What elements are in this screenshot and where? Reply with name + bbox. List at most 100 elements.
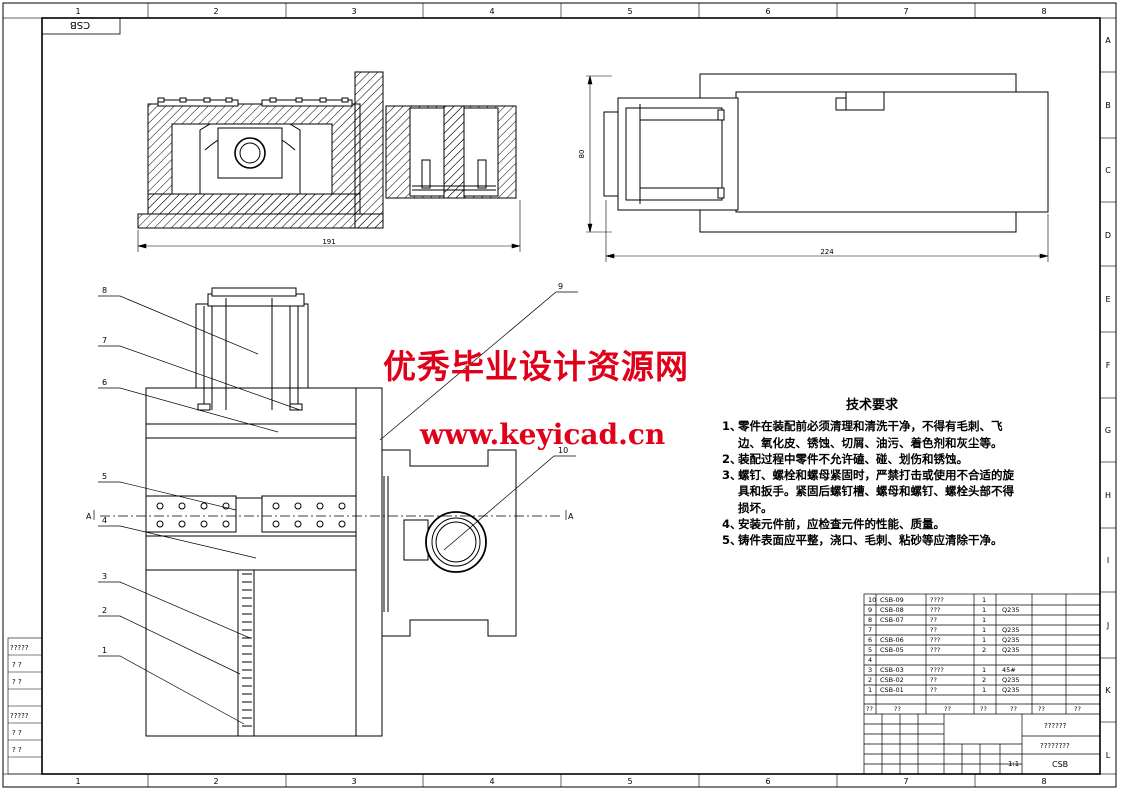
bolt-holes — [156, 502, 346, 528]
part-label: 6 — [102, 378, 107, 387]
svg-text:I: I — [1107, 556, 1109, 565]
svg-text:??: ?? — [930, 686, 937, 694]
bom-row: 3 CSB-03???? 1 45# — [868, 666, 1016, 674]
svg-text:45#: 45# — [1002, 666, 1016, 674]
front-section-view — [137, 71, 517, 229]
svg-text:CSB-03: CSB-03 — [880, 666, 904, 674]
svg-text:CSB-05: CSB-05 — [880, 646, 904, 654]
svg-text:6: 6 — [868, 636, 872, 644]
svg-text:A: A — [86, 512, 92, 521]
svg-text:L: L — [1106, 751, 1111, 760]
svg-text:6: 6 — [765, 7, 770, 16]
part-label: 3 — [102, 572, 107, 581]
svg-text:CSB-07: CSB-07 — [880, 616, 904, 624]
watermark-title: 优秀毕业设计资源网 — [383, 347, 689, 386]
tech-item: 2、装配过程中零件不允许磕、碰、划伤和锈蚀。 — [722, 451, 968, 466]
svg-text:7: 7 — [903, 777, 908, 786]
side-label: ? ? — [12, 678, 22, 686]
svg-text:A: A — [1105, 36, 1111, 45]
svg-text:3: 3 — [351, 7, 356, 16]
title-name: ?????? — [1044, 722, 1067, 730]
svg-text:CSB: CSB — [70, 19, 90, 30]
svg-text:8: 8 — [1041, 777, 1046, 786]
zone-grid — [147, 3, 1116, 787]
svg-text:1: 1 — [982, 596, 986, 604]
svg-text:??: ?? — [944, 705, 951, 713]
svg-text:CSB-09: CSB-09 — [880, 596, 904, 604]
svg-text:4: 4 — [489, 7, 494, 16]
svg-text:??: ?? — [894, 705, 901, 713]
svg-text:F: F — [1106, 361, 1111, 370]
svg-text:2: 2 — [213, 777, 218, 786]
leader-lines — [98, 291, 578, 725]
svg-text:H: H — [1105, 491, 1111, 500]
side-label: ? ? — [12, 729, 22, 737]
svg-text:Q235: Q235 — [1002, 606, 1020, 614]
svg-text:????: ???? — [930, 666, 944, 674]
svg-text:80: 80 — [578, 150, 586, 159]
drawing-number: ???????? — [1040, 742, 1070, 750]
part-label: 10 — [558, 446, 568, 455]
svg-text:??: ?? — [930, 676, 937, 684]
svg-text:8: 8 — [1041, 7, 1046, 16]
svg-text:4: 4 — [489, 777, 494, 786]
svg-text:???: ??? — [930, 646, 940, 654]
svg-text:E: E — [1105, 295, 1110, 304]
svg-text:Q235: Q235 — [1002, 686, 1020, 694]
svg-text:1: 1 — [868, 686, 872, 694]
drawing-code: CSB — [1052, 760, 1068, 769]
svg-text:3: 3 — [868, 666, 872, 674]
svg-text:2: 2 — [982, 646, 986, 654]
part-label: 5 — [102, 472, 107, 481]
svg-text:8: 8 — [868, 616, 872, 624]
bom-row: 4 — [868, 656, 872, 664]
svg-text:6: 6 — [765, 777, 770, 786]
svg-text:Q235: Q235 — [1002, 626, 1020, 634]
svg-text:1: 1 — [982, 626, 986, 634]
svg-text:Q235: Q235 — [1002, 646, 1020, 654]
svg-text:??: ?? — [1038, 705, 1045, 713]
svg-text:1: 1 — [982, 666, 986, 674]
svg-text:C: C — [1105, 166, 1111, 175]
part-label: 4 — [102, 516, 107, 525]
svg-text:???: ??? — [930, 636, 940, 644]
svg-text:A: A — [568, 512, 574, 521]
svg-text:1: 1 — [75, 777, 80, 786]
tech-item: 4、安装元件前，应检查元件的性能、质量。 — [722, 517, 945, 532]
svg-text:5: 5 — [627, 777, 632, 786]
svg-text:2: 2 — [213, 7, 218, 16]
svg-text:1: 1 — [982, 606, 986, 614]
side-label: ? ? — [12, 746, 22, 754]
svg-text:7: 7 — [903, 7, 908, 16]
bom-header: ???? ???? ???? ?? — [866, 705, 1081, 713]
part-label: 9 — [558, 282, 563, 291]
side-label: ????? — [10, 712, 29, 720]
svg-text:J: J — [1106, 621, 1109, 630]
code-box: CSB — [41, 17, 121, 35]
svg-text:191: 191 — [322, 238, 335, 246]
svg-text:Q235: Q235 — [1002, 636, 1020, 644]
svg-text:??: ?? — [930, 626, 937, 634]
svg-text:2: 2 — [982, 676, 986, 684]
svg-text:CSB-06: CSB-06 — [880, 636, 904, 644]
tech-item: 1、零件在装配前必须清理和清洗干净，不得有毛刺、飞边、氧化皮、锈蚀、切屑、油污、… — [722, 419, 1003, 450]
technical-requirements: 技术要求 1、零件在装配前必须清理和清洗干净，不得有毛刺、飞边、氧化皮、锈蚀、切… — [722, 398, 1022, 549]
scale: 1:1 — [1008, 760, 1019, 768]
svg-text:1: 1 — [982, 686, 986, 694]
svg-text:???: ??? — [930, 606, 940, 614]
part-label: 8 — [102, 286, 107, 295]
left-side-strip — [7, 637, 43, 775]
bom-table — [863, 593, 1101, 775]
side-label: ? ? — [12, 661, 22, 669]
main-section-view — [145, 287, 517, 737]
tech-item: 5、铸件表面应平整，浇口、毛刺、粘砂等应清除干净。 — [722, 533, 1003, 548]
svg-text:G: G — [1105, 426, 1111, 435]
side-view — [603, 73, 1049, 233]
side-label: ????? — [10, 644, 29, 652]
svg-text:K: K — [1105, 686, 1111, 695]
